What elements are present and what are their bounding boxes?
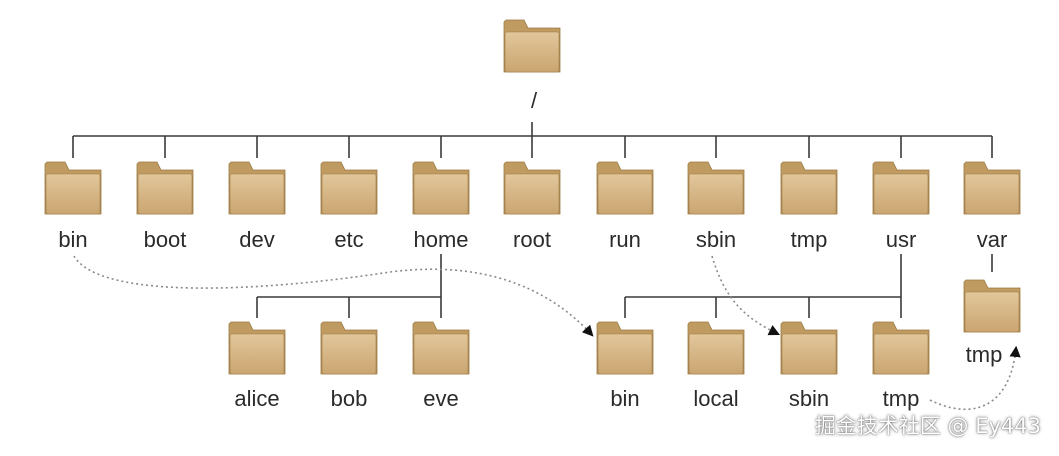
folder-usr-icon <box>872 161 930 215</box>
folder-usr-sbin-icon <box>780 321 838 375</box>
folder-var-label: var <box>977 227 1008 252</box>
folders <box>44 19 1021 375</box>
folder-usr-tmp-label: tmp <box>883 386 920 411</box>
folder-usr-sbin-label: sbin <box>789 386 829 411</box>
folder-home-alice-icon <box>228 321 286 375</box>
folder-home-eve-icon <box>412 321 470 375</box>
folder-dev-label: dev <box>239 227 274 252</box>
folder-home-bob-icon <box>320 321 378 375</box>
folder-tmp-icon <box>780 161 838 215</box>
root-folder-icon <box>503 19 561 73</box>
folder-var-tmp-label: tmp <box>966 342 1003 367</box>
folder-usr-local-label: local <box>693 386 738 411</box>
folder-home-icon <box>412 161 470 215</box>
folder-sbin-label: sbin <box>696 227 736 252</box>
folder-root-label: root <box>513 227 551 252</box>
folder-labels: / bin boot dev etc home root run sbin tmp usr var al… <box>58 88 1007 411</box>
folder-usr-local-icon <box>687 321 745 375</box>
folder-usr-label: usr <box>886 227 917 252</box>
folder-sbin-icon <box>687 161 745 215</box>
folder-etc-icon <box>320 161 378 215</box>
link-arrow-sbin-to-usr-sbin <box>711 255 781 336</box>
folder-dev-icon <box>228 161 286 215</box>
folder-bin-icon <box>44 161 102 215</box>
folder-usr-bin-icon <box>596 321 654 375</box>
folder-var-icon <box>963 161 1021 215</box>
folder-bin-label: bin <box>58 227 87 252</box>
folder-home-label: home <box>413 227 468 252</box>
watermark: 掘金技术社区 @ Ey443 <box>814 414 1041 438</box>
symlink-arrows <box>73 255 1021 411</box>
folder-run-label: run <box>609 227 641 252</box>
root-label: / <box>531 88 538 113</box>
folder-home-bob-label: bob <box>331 386 368 411</box>
folder-usr-bin-label: bin <box>610 386 639 411</box>
top-level-drops <box>72 136 993 158</box>
tree-connectors <box>72 122 993 318</box>
folder-etc-label: etc <box>334 227 363 252</box>
folder-run-icon <box>596 161 654 215</box>
folder-root-icon <box>503 161 561 215</box>
link-arrow-bin-to-usr-bin <box>73 255 594 337</box>
folder-boot-icon <box>136 161 194 215</box>
folder-var-tmp-icon <box>963 279 1021 333</box>
folder-usr-tmp-icon <box>872 321 930 375</box>
folder-home-eve-label: eve <box>423 386 458 411</box>
folder-tmp-label: tmp <box>791 227 828 252</box>
folder-boot-label: boot <box>144 227 187 252</box>
folder-home-alice-label: alice <box>234 386 279 411</box>
link-arrow-usr-tmp-to-var-tmp <box>929 345 1021 411</box>
